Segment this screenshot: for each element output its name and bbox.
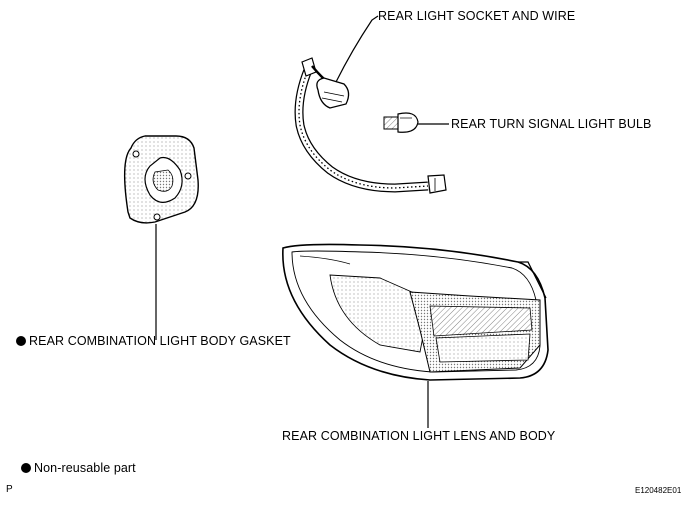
bulb-label: REAR TURN SIGNAL LIGHT BULB	[451, 117, 652, 131]
lens-and-body-part	[282, 243, 549, 381]
figure-id: E120482E01	[635, 486, 682, 495]
non-reusable-bullet-icon	[16, 336, 26, 346]
corner-letter: P	[6, 484, 13, 495]
gasket-label: REAR COMBINATION LIGHT BODY GASKET	[29, 334, 291, 348]
lens-label: REAR COMBINATION LIGHT LENS AND BODY	[282, 429, 556, 443]
turn-signal-bulb-part	[383, 112, 419, 133]
body-gasket-part	[123, 135, 199, 224]
socket-label: REAR LIGHT SOCKET AND WIRE	[378, 9, 576, 23]
gasket-label-row: REAR COMBINATION LIGHT BODY GASKET	[16, 334, 291, 348]
socket-and-wire-part	[294, 57, 447, 194]
legend: Non-reusable part	[21, 461, 136, 475]
legend-bullet-icon	[21, 463, 31, 473]
socket-leader-line	[335, 15, 379, 83]
legend-text: Non-reusable part	[34, 461, 136, 475]
